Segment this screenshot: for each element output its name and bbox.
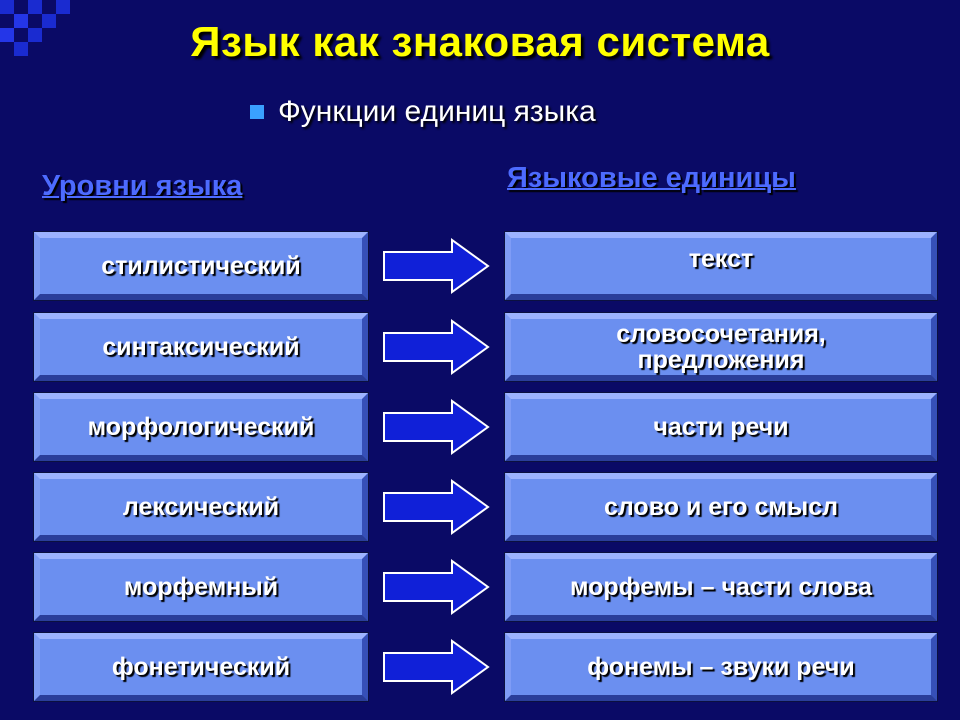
- level-box: лексический: [33, 472, 369, 542]
- level-label: морфемный: [123, 572, 279, 601]
- slide-title: Язык как знаковая система: [190, 18, 770, 65]
- unit-label: словосочетания, предложения: [616, 319, 826, 374]
- unit-label: морфемы – части слова: [569, 572, 872, 601]
- right-arrow-icon: [383, 639, 490, 695]
- unit-label: текст: [688, 245, 754, 273]
- subtitle-row: Функции единиц языка: [250, 92, 596, 132]
- level-box: синтаксический: [33, 312, 369, 382]
- level-box: морфемный: [33, 552, 369, 622]
- unit-label: фонемы – звуки речи: [587, 652, 855, 681]
- right-arrow-icon: [383, 559, 490, 615]
- level-label: стилистический: [101, 251, 301, 280]
- level-label: морфологический: [87, 412, 315, 441]
- unit-label: части речи: [653, 412, 789, 441]
- square-bullet-icon: [250, 105, 264, 119]
- unit-box: морфемы – части слова: [504, 552, 938, 622]
- unit-box: текст: [504, 231, 938, 301]
- level-box: морфологический: [33, 392, 369, 462]
- level-label: синтаксический: [102, 332, 300, 361]
- unit-box: фонемы – звуки речи: [504, 632, 938, 702]
- right-arrow-icon: [383, 479, 490, 535]
- levels-header: Уровни языка: [42, 170, 243, 202]
- level-box: фонетический: [33, 632, 369, 702]
- level-label: фонетический: [111, 652, 291, 681]
- right-arrow-icon: [383, 319, 490, 375]
- corner-decoration: [0, 0, 70, 56]
- level-label: лексический: [122, 492, 280, 521]
- unit-box: словосочетания, предложения: [504, 312, 938, 382]
- right-arrow-icon: [383, 399, 490, 455]
- unit-box: части речи: [504, 392, 938, 462]
- units-header: Языковые единицы: [507, 162, 796, 194]
- unit-label: слово и его смысл: [603, 492, 839, 521]
- right-arrow-icon: [383, 238, 490, 294]
- subtitle: Функции единиц языка: [278, 95, 596, 128]
- level-box: стилистический: [33, 231, 369, 301]
- unit-box: слово и его смысл: [504, 472, 938, 542]
